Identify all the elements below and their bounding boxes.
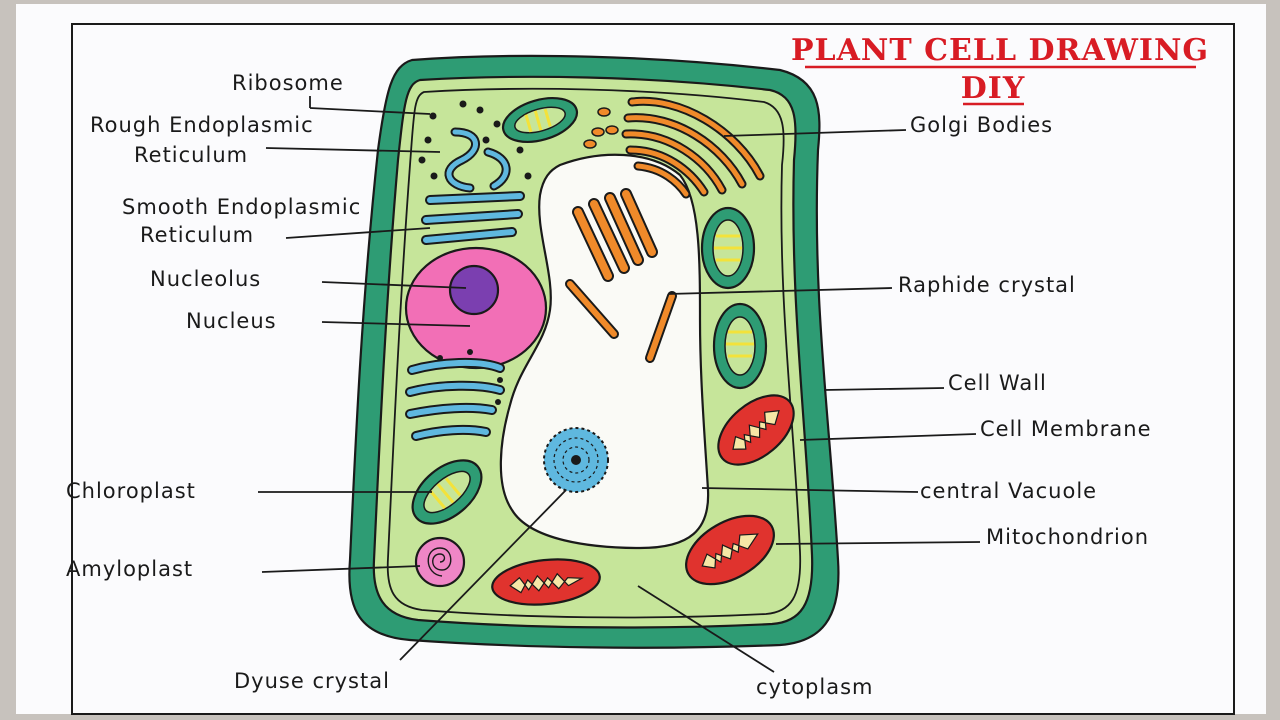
label-central-vacuole: central Vacuole [920, 479, 1097, 503]
label-druse-crystal: Dyuse crystal [234, 669, 390, 693]
leader-cell-wall [823, 387, 945, 391]
smooth-endoplasmic-reticulum [421, 191, 525, 245]
chloroplast-top [501, 97, 579, 143]
label-nucleus: Nucleus [186, 309, 277, 333]
nucleolus [448, 264, 500, 316]
label-smooth-er-line-1: Smooth Endoplasmic [122, 195, 361, 219]
leader-nucleolus [321, 281, 467, 289]
page-border [71, 23, 1235, 715]
leader-vacuole [701, 487, 919, 493]
leader-druse [399, 489, 567, 661]
label-golgi-bodies: Golgi Bodies [910, 113, 1053, 137]
leader-golgi [723, 129, 907, 137]
leader-smooth-er [285, 227, 431, 239]
raphide-crystals [565, 188, 677, 363]
label-smooth-er-line-2: Reticulum [140, 223, 254, 247]
leader-amyloplast [261, 565, 421, 573]
mitochondrion-bottom [491, 558, 601, 606]
leader-cell-membrane [799, 433, 977, 441]
leader-raphide [667, 287, 893, 295]
chloroplast-right-2 [712, 302, 768, 390]
label-rough-er-line-1: Rough Endoplasmic [90, 113, 314, 137]
label-cytoplasm: cytoplasm [756, 675, 874, 699]
label-amyloplast: Amyloplast [66, 557, 193, 581]
druse-crystal [543, 427, 609, 493]
rough-endoplasmic-reticulum-top-fill [446, 129, 509, 191]
amyloplast [414, 536, 466, 588]
cell-membrane-line [386, 87, 802, 619]
leader-ribosome [309, 107, 431, 115]
label-ribosome: Ribosome [232, 71, 344, 95]
label-chloroplast: Chloroplast [66, 479, 196, 503]
ribosomes [418, 100, 532, 405]
rough-endoplasmic-reticulum-bottom [405, 357, 505, 441]
label-raphide-crystal: Raphide crystal [898, 273, 1076, 297]
label-cell-wall: Cell Wall [948, 371, 1047, 395]
title-line-2: DIY [961, 71, 1025, 106]
label-rough-er-line-2: Reticulum [134, 143, 248, 167]
mitochondrion-right-upper [717, 394, 795, 466]
leader-mitochondrion [775, 541, 981, 545]
leader-cytoplasm [637, 585, 775, 673]
golgi-vesicles [583, 107, 619, 149]
leader-lines [258, 96, 981, 673]
label-cell-membrane: Cell Membrane [980, 417, 1151, 441]
label-mitochondrion: Mitochondrion [986, 525, 1149, 549]
mitochondrion-right-lower [685, 514, 775, 586]
chloroplast-left [411, 459, 483, 525]
leader-rough-er [265, 147, 441, 153]
label-nucleolus: Nucleolus [150, 267, 261, 291]
golgi-bodies [621, 96, 765, 199]
title-line-1: PLANT CELL DRAWING [791, 33, 1209, 68]
chloroplast-right-1 [700, 206, 756, 290]
leader-nucleus [321, 321, 471, 327]
